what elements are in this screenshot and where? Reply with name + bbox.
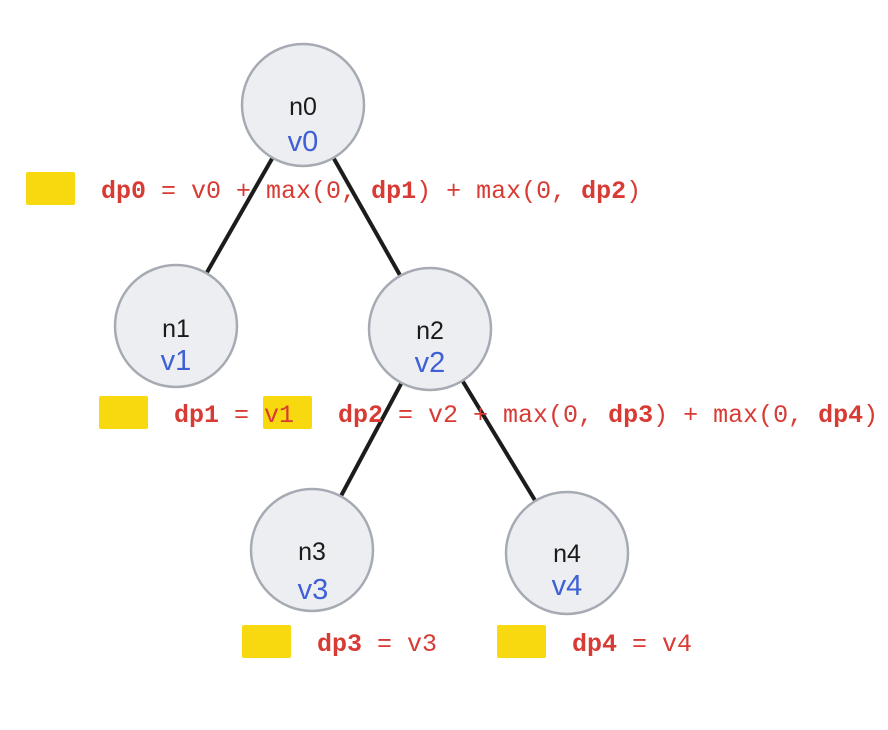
highlight-dp4 (497, 625, 546, 658)
node-value: v3 (298, 574, 329, 606)
node-name: n3 (298, 538, 326, 566)
formula-text: ) + max(0, (416, 177, 581, 206)
edge-n2-n3 (339, 381, 404, 497)
formula-dp3: dp3 = v3 (242, 630, 482, 659)
formula-lhs: dp2 (338, 401, 383, 430)
tree-node-n1: n1 v1 (113, 263, 239, 389)
formula-ref: dp2 (581, 177, 626, 206)
node-value: v0 (288, 126, 319, 158)
edge-n2-n4 (460, 378, 538, 504)
formula-text: ) (626, 177, 641, 206)
node-circle (249, 487, 375, 613)
tree-node-n2: n2 v2 (367, 266, 493, 392)
formula-dp1: dp1 = v1 (99, 401, 339, 430)
edge-n0-n1 (204, 156, 275, 275)
node-name: n4 (553, 540, 581, 568)
highlight-dp0 (26, 172, 75, 205)
formula-text: = v2 + max(0, (383, 401, 608, 430)
formula-dp2: dp2 = v2 + max(0, dp3) + max(0, dp4) (263, 401, 888, 430)
node-circle (113, 263, 239, 389)
formula-ref: dp3 (608, 401, 653, 430)
formula-lhs: dp4 (572, 630, 617, 659)
node-value: v4 (552, 570, 583, 602)
formula-text: ) (863, 401, 878, 430)
formula-text: = v3 (362, 630, 437, 659)
formula-lhs: dp1 (174, 401, 219, 430)
highlight-dp2 (263, 396, 312, 429)
formula-text: = v4 (617, 630, 692, 659)
formula-highlights (26, 172, 546, 658)
formula-ref: dp4 (818, 401, 863, 430)
node-name: n1 (162, 315, 190, 343)
highlight-dp3 (242, 625, 291, 658)
node-name: n2 (416, 317, 444, 345)
node-circle (240, 42, 366, 168)
tree-node-n4: n4 v4 (504, 490, 630, 616)
formula-lhs: dp0 (101, 177, 146, 206)
node-value: v2 (415, 347, 446, 379)
formula-lhs: dp3 (317, 630, 362, 659)
formula-text: = v1 (219, 401, 294, 430)
highlight-dp1 (99, 396, 148, 429)
node-circle (367, 266, 493, 392)
node-name: n0 (289, 93, 317, 121)
formula-text: = v0 + max(0, (146, 177, 371, 206)
node-circle (504, 490, 630, 616)
formula-text: ) + max(0, (653, 401, 818, 430)
formula-ref: dp1 (371, 177, 416, 206)
tree-node-n0: n0 v0 (240, 42, 366, 168)
edge-n0-n2 (331, 156, 403, 278)
formula-dp4: dp4 = v4 (497, 630, 737, 659)
node-value: v1 (161, 345, 192, 377)
formula-dp0: dp0 = v0 + max(0, dp1) + max(0, dp2) (26, 177, 686, 206)
tree-edges (204, 156, 538, 504)
tree-node-n3: n3 v3 (249, 487, 375, 613)
